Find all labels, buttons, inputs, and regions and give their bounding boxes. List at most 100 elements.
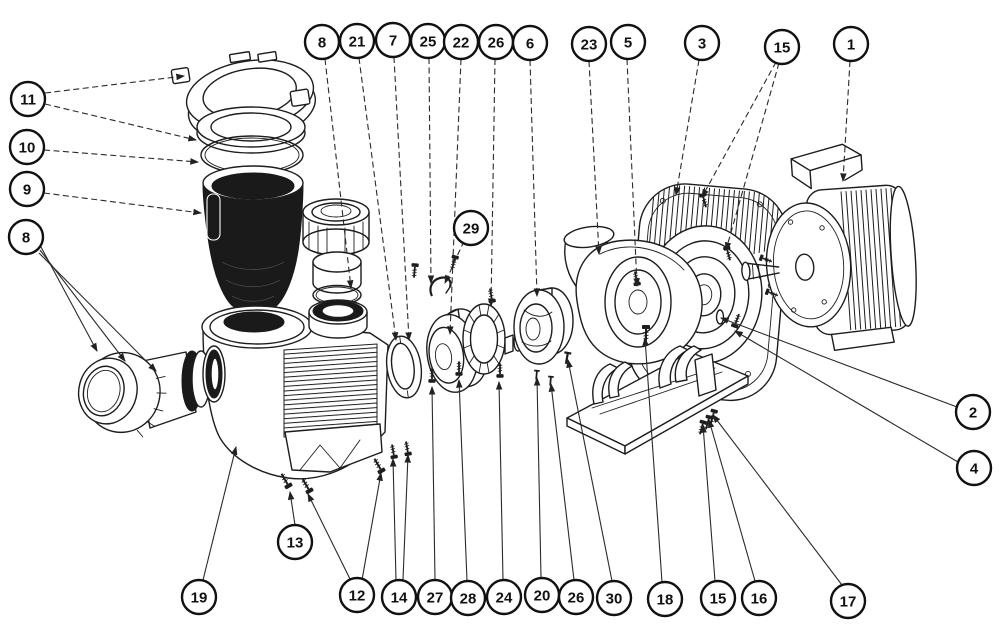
callout-28: 28 [449, 378, 487, 617]
callout-circle [7, 218, 45, 256]
callout-circle [8, 170, 46, 208]
part-impeller [513, 287, 574, 365]
callout-8: 8 [303, 23, 354, 290]
callout-21: 21 [338, 22, 399, 342]
callout-number: 2 [969, 405, 977, 422]
leader-line [447, 58, 462, 336]
callout-20: 20 [523, 376, 561, 614]
callout-circle [449, 579, 487, 617]
callout-number: 3 [698, 36, 706, 53]
callout-number: 4 [970, 461, 979, 478]
callout-number: 28 [460, 591, 477, 608]
callout-number: 27 [427, 590, 444, 607]
callout-circle [338, 576, 376, 614]
part-seal-ring [462, 303, 506, 375]
leader-line [707, 418, 756, 582]
leader-line [44, 73, 186, 94]
callout-8: 8 [7, 218, 157, 372]
leader-line [358, 57, 399, 342]
callout-number: 26 [568, 590, 585, 607]
callout-circle [699, 579, 737, 617]
callout-circle [832, 25, 870, 63]
callout-number: 10 [19, 140, 36, 157]
callout-number: 29 [463, 221, 480, 238]
callout-number: 15 [710, 591, 727, 608]
callout-circle [829, 582, 867, 620]
callout-circle [557, 578, 595, 616]
part-motor-bracket [566, 345, 749, 455]
leader-line [674, 59, 700, 197]
callout-number: 23 [581, 37, 598, 54]
part-motor [741, 143, 917, 352]
leader-line [642, 336, 663, 583]
callout-15: 15 [701, 28, 801, 252]
leader-line [719, 317, 958, 408]
callout-circle [8, 128, 46, 166]
leader-line [44, 103, 198, 142]
leader-line [533, 376, 542, 579]
callout-number: 6 [526, 36, 534, 53]
leader-line [548, 382, 575, 581]
callout-number: 17 [840, 594, 857, 611]
callout-19: 19 [180, 445, 238, 616]
part-flange-ring [385, 335, 423, 399]
callout-number: 19 [191, 590, 208, 607]
callout-number: 20 [534, 588, 551, 605]
callout-number: 8 [318, 35, 326, 52]
leader-line [324, 58, 354, 290]
part-union-discharge [302, 198, 370, 306]
callout-26: 26 [477, 23, 515, 308]
callout-number: 26 [488, 35, 505, 52]
leader-line [712, 414, 843, 586]
callout-number: 5 [624, 35, 632, 52]
callout-circle [646, 580, 684, 618]
callout-7: 7 [374, 21, 412, 342]
callout-18: 18 [642, 336, 684, 618]
leader-line [700, 423, 716, 582]
callout-circle [570, 25, 608, 63]
callout-15: 15 [699, 423, 737, 617]
callout-number: 21 [349, 34, 366, 51]
leader-line [701, 61, 777, 198]
part-tank-lid [196, 106, 306, 154]
callout-circle [763, 28, 801, 66]
callout-circle [338, 22, 376, 60]
leader-line [361, 471, 383, 581]
callout-number: 30 [606, 591, 623, 608]
leader-line [402, 453, 411, 581]
leader-line [529, 59, 541, 298]
leader-line [495, 380, 504, 581]
callout-4: 4 [734, 330, 993, 487]
callout-27: 27 [416, 385, 454, 616]
callout-16: 16 [707, 418, 778, 617]
callout-30: 30 [566, 358, 633, 617]
callout-circle [954, 393, 992, 431]
callout-circle [485, 578, 523, 616]
callout-number: 22 [453, 35, 470, 52]
leader-line [456, 378, 468, 582]
callout-number: 11 [20, 92, 36, 109]
part-pump-housing [201, 299, 389, 480]
callout-29: 29 [444, 209, 490, 285]
callout-12: 12 [307, 471, 383, 614]
callout-9: 9 [8, 170, 203, 216]
leader-line [734, 330, 959, 463]
callout-5: 5 [609, 23, 647, 288]
callout-circle [276, 523, 314, 561]
callout-number: 14 [391, 590, 408, 607]
part-volute-housing [575, 239, 703, 365]
callout-number: 24 [496, 590, 513, 607]
leader-line [307, 493, 352, 582]
callout-circle [609, 23, 647, 61]
callout-circle [955, 449, 993, 487]
leader-line [389, 457, 397, 581]
leader-line [487, 58, 496, 308]
callout-10: 10 [8, 128, 200, 166]
part-union-inlet [77, 345, 226, 438]
callout-17: 17 [712, 414, 867, 620]
leader-line [43, 192, 203, 216]
leader-line [287, 490, 296, 526]
